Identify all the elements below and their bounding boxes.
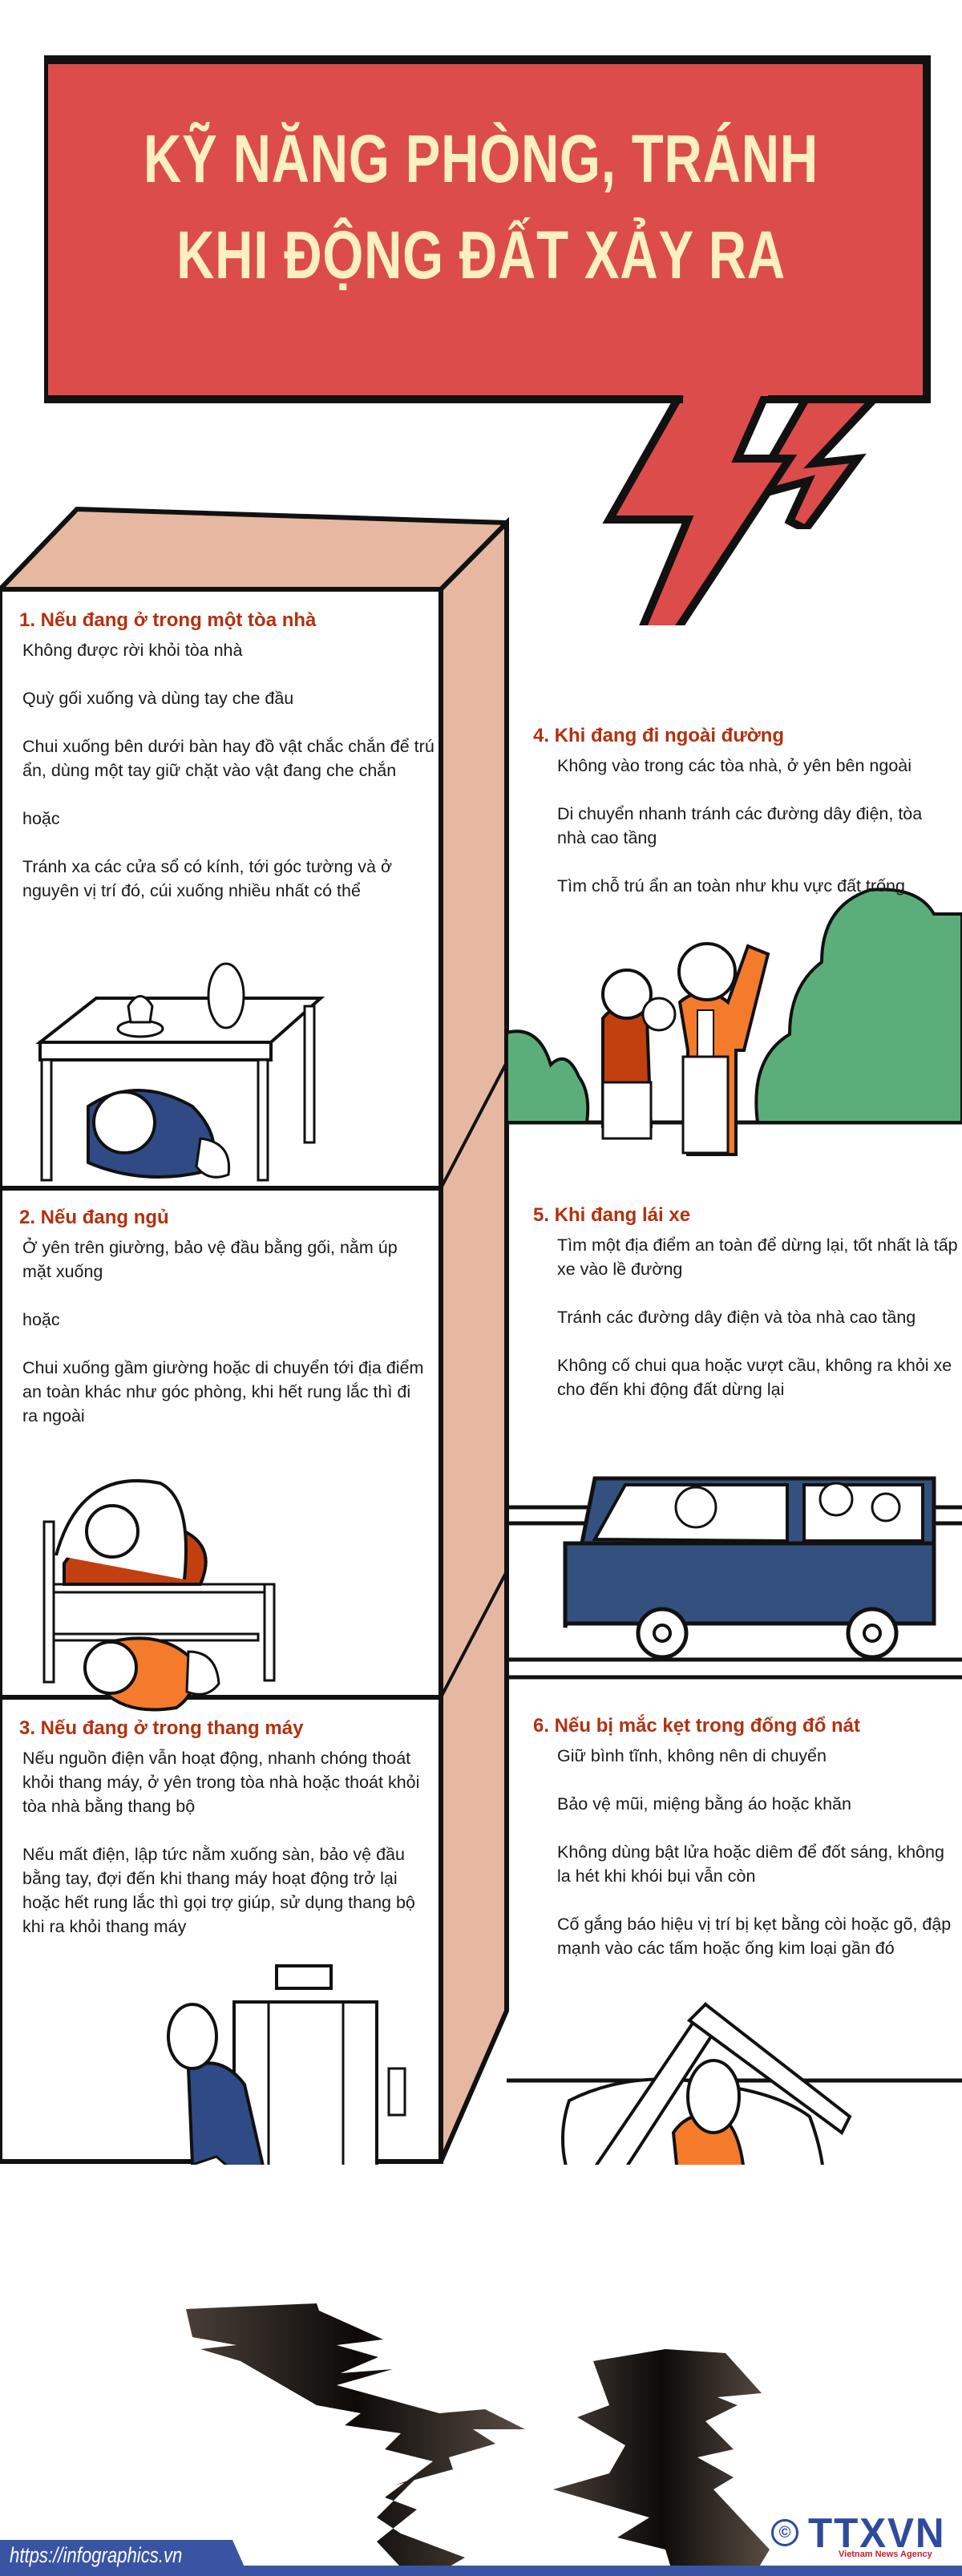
section-item: Nếu mất điện, lập tức nằm xuống sàn, bảo… (22, 1845, 415, 1936)
section-item: Giữ bình tĩnh, không nên di chuyển (557, 1746, 827, 1765)
title-line-1: KỸ NĂNG PHÒNG, TRÁNH (143, 121, 819, 196)
family-outdoors-illustration (505, 888, 962, 1156)
logo-subtitle: Vietnam News Agency (839, 2550, 932, 2559)
section-item: Cố gắng báo hiệu vị trí bị kẹt bằng còi … (557, 1915, 952, 1958)
section-item: Bảo vệ mũi, miệng bằng áo hoặc khăn (557, 1794, 851, 1814)
section-item: Không dùng bật lửa hoặc diêm để đốt sáng… (557, 1842, 944, 1886)
person-trapped-in-rubble-illustration (561, 2001, 852, 2165)
person-under-table-illustration (35, 962, 325, 1182)
section-item: Di chuyển nhanh tránh các đường dây điện… (557, 804, 923, 847)
section-item: Nếu nguồn điện vẫn hoạt động, nhanh chón… (22, 1749, 420, 1816)
section-item: Chui xuống gầm giường hoặc di chuyển tới… (22, 1358, 424, 1425)
section-item: Tránh các đường dây điện và tòa nhà cao … (557, 1308, 916, 1327)
section-item: hoặc (22, 1310, 60, 1329)
section-item: Chui xuống bên dưới bàn hay đồ vật chắc … (22, 737, 435, 780)
building-illustration (0, 507, 962, 2165)
section-driving: 5. Khi đang lái xe Tìm một địa điểm an t… (533, 1203, 958, 1401)
section-item: Ở yên trên giường, bảo vệ đầu bằng gối, … (22, 1238, 398, 1281)
footer-bar (0, 2566, 962, 2576)
people-on-and-under-bed-illustration (42, 1478, 276, 1712)
section-heading: 1. Nếu đang ở trong một tòa nhà (19, 609, 317, 631)
ground-crack-icon (186, 2303, 770, 2576)
section-heading: 6. Nếu bị mắc kẹt trong đống đổ nát (533, 1715, 861, 1737)
section-item: Không được rời khỏi tòa nhà (22, 641, 243, 660)
family-in-car-illustration (563, 1476, 936, 1660)
section-item: hoặc (22, 809, 60, 828)
logo-name: TTXVN (808, 2510, 946, 2557)
person-exiting-elevator-illustration (167, 1964, 406, 2165)
title-line-2: KHI ĐỘNG ĐẤT XẢY RA (176, 217, 786, 293)
section-item: Không vào trong các tòa nhà, ở yên bên n… (557, 756, 912, 775)
ttxvn-logo: © TTXVN Vietnam News Agency (770, 2509, 954, 2566)
section-heading: 3. Nếu đang ở trong thang máy (19, 1717, 304, 1739)
section-trapped: 6. Nếu bị mắc kẹt trong đống đổ nát Giữ … (533, 1713, 958, 1960)
section-heading: 5. Khi đang lái xe (533, 1204, 691, 1226)
section-sleeping: 2. Nếu đang ngủ Ở yên trên giường, bảo v… (19, 1205, 428, 1428)
footer-url-link[interactable]: https://infographics.vn (10, 2543, 183, 2567)
section-item: Quỳ gối xuống và dùng tay che đầu (22, 689, 294, 708)
lightning-bolt-icon (48, 56, 931, 625)
section-heading: 2. Nếu đang ngủ (19, 1207, 169, 1228)
section-item: Không cố chui qua hoặc vượt cầu, không r… (557, 1356, 952, 1399)
copyright-icon: © (771, 2519, 798, 2546)
section-heading: 4. Khi đang đi ngoài đường (533, 725, 785, 746)
section-item: Tìm chỗ trú ẩn an toàn như khu vực đất t… (557, 876, 905, 896)
section-on-street: 4. Khi đang đi ngoài đường Không vào tro… (533, 723, 954, 898)
section-in-building: 1. Nếu đang ở trong một tòa nhà Không đư… (19, 608, 436, 903)
section-item: Tìm một địa điểm an toàn để dừng lại, tố… (557, 1235, 958, 1279)
section-item: Tránh xa các cửa sổ có kính, tới góc tườ… (22, 857, 393, 900)
section-elevator: 3. Nếu đang ở trong thang máy Nếu nguồn … (19, 1716, 432, 1939)
